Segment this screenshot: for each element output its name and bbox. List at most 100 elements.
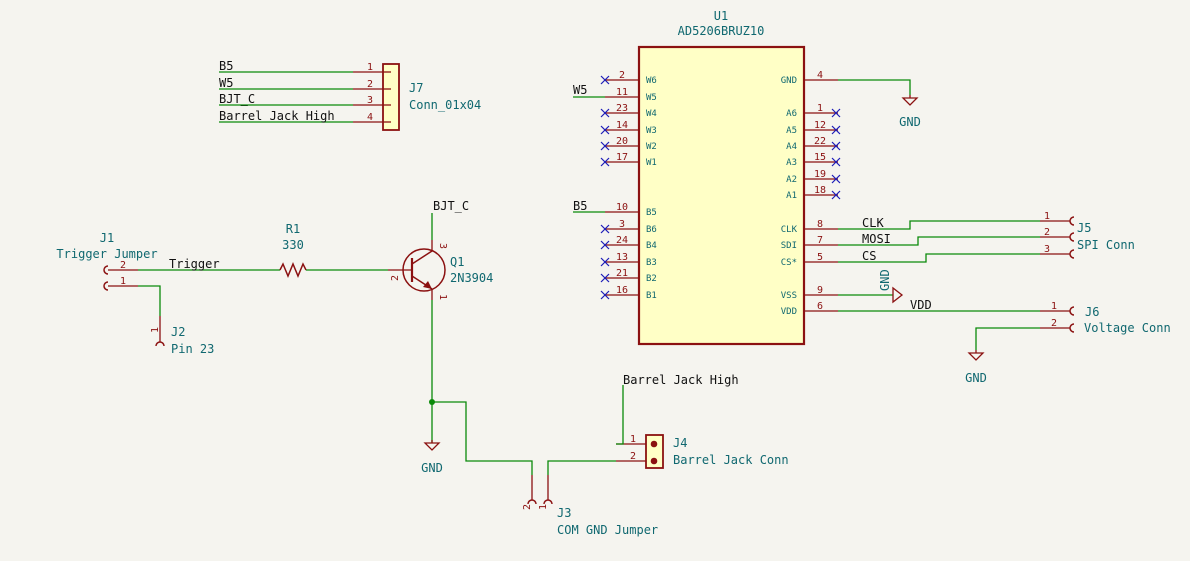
no-connect-icon bbox=[600, 257, 610, 267]
u1-pin-number: 2 bbox=[619, 70, 625, 81]
gnd-vss-symbol bbox=[892, 286, 904, 304]
j4-connector: 1 2 J4 Barrel Jack Conn bbox=[616, 434, 789, 469]
u1-ref: U1 bbox=[714, 9, 728, 23]
gnd-vss-label: GND bbox=[878, 269, 892, 291]
j5-ref: J5 bbox=[1077, 221, 1091, 235]
j3-pin-2: 2 bbox=[522, 504, 533, 510]
u1-pin-number: 15 bbox=[814, 152, 826, 163]
j3-j4-wire bbox=[547, 460, 616, 475]
j6-ref: J6 bbox=[1085, 305, 1099, 319]
u1-pin-name: A6 bbox=[786, 109, 797, 119]
gnd-j6-label: GND bbox=[965, 371, 987, 385]
j7-value: Conn_01x04 bbox=[409, 98, 481, 112]
j3-connector: 2 1 J3 COM GND Jumper bbox=[522, 475, 658, 537]
j7-net-4: Barrel Jack High bbox=[219, 109, 335, 123]
q1-pin-3: 3 bbox=[437, 243, 448, 249]
no-connect-icon bbox=[600, 273, 610, 283]
barrel-high-net-label: Barrel Jack High bbox=[623, 373, 739, 387]
no-connect-icon bbox=[831, 141, 841, 151]
j6-connector: 1 2 J6 Voltage Conn bbox=[1040, 301, 1171, 335]
j1-pin-2: 2 bbox=[120, 260, 126, 271]
u1-body bbox=[637, 45, 806, 346]
j2-value: Pin 23 bbox=[171, 342, 214, 356]
u1-pin-number: 19 bbox=[814, 169, 826, 180]
q1-pin-2: 2 bbox=[390, 275, 401, 281]
u1-pin-number: 14 bbox=[616, 120, 628, 131]
u1-pin-name: W1 bbox=[646, 158, 657, 168]
j7-connector: 1 2 3 4 J7 Conn_01x04 bbox=[353, 62, 481, 131]
j6-pin-2: 2 bbox=[1051, 318, 1057, 329]
u1-pin-name: B3 bbox=[646, 258, 657, 268]
j1-value: Trigger Jumper bbox=[56, 247, 157, 261]
no-connect-icon bbox=[600, 125, 610, 135]
j3-ref: J3 bbox=[557, 506, 571, 520]
j7-net-3: BJT_C bbox=[219, 92, 255, 106]
j6-value: Voltage Conn bbox=[1084, 321, 1171, 335]
u1-pin-number: 6 bbox=[817, 301, 823, 312]
u1-pin-name: B2 bbox=[646, 274, 657, 284]
no-connect-icon bbox=[600, 141, 610, 151]
j7-pin-1: 1 bbox=[367, 62, 373, 73]
u1-pin-number: 3 bbox=[619, 219, 625, 230]
clk-net-label: CLK bbox=[862, 216, 884, 230]
r1-ref: R1 bbox=[286, 222, 300, 236]
j5-pin-1: 1 bbox=[1044, 211, 1050, 222]
no-connect-icon bbox=[600, 224, 610, 234]
u1-pin-cs: 5CS* bbox=[781, 252, 838, 268]
u1-pin-name: W5 bbox=[646, 93, 657, 103]
j7-body bbox=[382, 63, 400, 131]
u1-pin-name: A4 bbox=[786, 142, 797, 152]
u1-pin-name: CLK bbox=[781, 225, 798, 235]
u1-pin-number: 9 bbox=[817, 285, 823, 296]
vdd-net-label: VDD bbox=[910, 298, 932, 312]
u1-pin-number: 12 bbox=[814, 120, 826, 131]
j1-connector: 2 1 J1 Trigger Jumper bbox=[56, 231, 158, 291]
u1-pin-number: 11 bbox=[616, 87, 628, 98]
u1-pin-number: 4 bbox=[817, 70, 823, 81]
j3-value: COM GND Jumper bbox=[557, 523, 658, 537]
u1-pin-number: 5 bbox=[817, 252, 823, 263]
no-connect-icon bbox=[600, 157, 610, 167]
j5-pin-3: 3 bbox=[1044, 244, 1050, 255]
u1-pin-name: VSS bbox=[781, 291, 797, 301]
j3-pin-1: 1 bbox=[538, 504, 549, 510]
u1-pin-number: 24 bbox=[616, 235, 628, 246]
mosi-wire bbox=[838, 236, 1040, 246]
j4-value: Barrel Jack Conn bbox=[673, 453, 789, 467]
q1-transistor: 3 2 1 Q1 2N3904 bbox=[388, 240, 493, 300]
j1-j2-wire bbox=[138, 285, 161, 316]
u1-pin-number: 20 bbox=[616, 136, 628, 147]
j4-body bbox=[645, 434, 664, 469]
u1-pin-number: 21 bbox=[616, 268, 628, 279]
gnd-q1-symbol bbox=[423, 440, 441, 451]
no-connect-icon bbox=[831, 174, 841, 184]
u1-pin-name: A1 bbox=[786, 191, 797, 201]
no-connect-icon bbox=[600, 290, 610, 300]
u1-pin-number: 13 bbox=[616, 252, 628, 263]
j4-pin-1: 1 bbox=[630, 434, 636, 445]
j7-pin-3: 3 bbox=[367, 95, 373, 106]
u1-pin-a6: 1A6 bbox=[786, 103, 841, 119]
u1-pin-name: A5 bbox=[786, 126, 797, 136]
j7-net-1: B5 bbox=[219, 59, 233, 73]
q1-ref: Q1 bbox=[450, 255, 464, 269]
j1-ref: J1 bbox=[100, 231, 114, 245]
bjt-c-net-label: BJT_C bbox=[433, 199, 469, 213]
j7-pin-4: 4 bbox=[367, 112, 373, 123]
j6-pin-1: 1 bbox=[1051, 301, 1057, 312]
gnd-j6-symbol bbox=[967, 350, 985, 361]
